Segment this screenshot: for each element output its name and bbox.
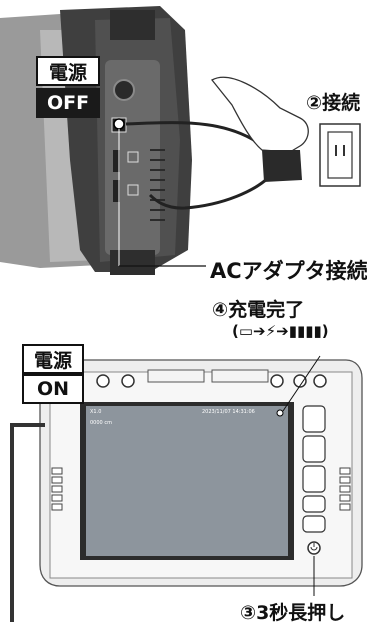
device-side-view — [0, 6, 206, 275]
power-state-off: OFF — [36, 88, 100, 118]
ac-adapter-illustration — [125, 76, 361, 210]
power-state-off-text: OFF — [46, 92, 90, 114]
screen-date-text: 2023/11/07 14:31:06 — [202, 409, 255, 415]
step2-connect-label: ②接続 — [306, 92, 361, 114]
power-label-bottom-text: 電源 — [33, 349, 72, 372]
screen-zoom-text: X1.0 — [90, 409, 102, 415]
power-state-on: ON — [22, 374, 84, 404]
device-front-view — [10, 355, 363, 622]
battery-sequence: (▭➔⚡➔▮▮▮▮) — [232, 322, 329, 340]
power-label-top: 電源 — [36, 56, 100, 86]
power-label-top-text: 電源 — [48, 61, 87, 84]
ac-adapter-label: ACアダプタ接続 — [210, 259, 367, 283]
step4-charge-complete-label: ④充電完了 — [212, 299, 305, 321]
power-state-on-text: ON — [36, 378, 70, 400]
screen-distance-text: 0000 cm — [90, 420, 112, 426]
power-label-bottom: 電源 — [22, 344, 84, 374]
step3-hold-label: ③3秒長押し — [240, 602, 346, 624]
